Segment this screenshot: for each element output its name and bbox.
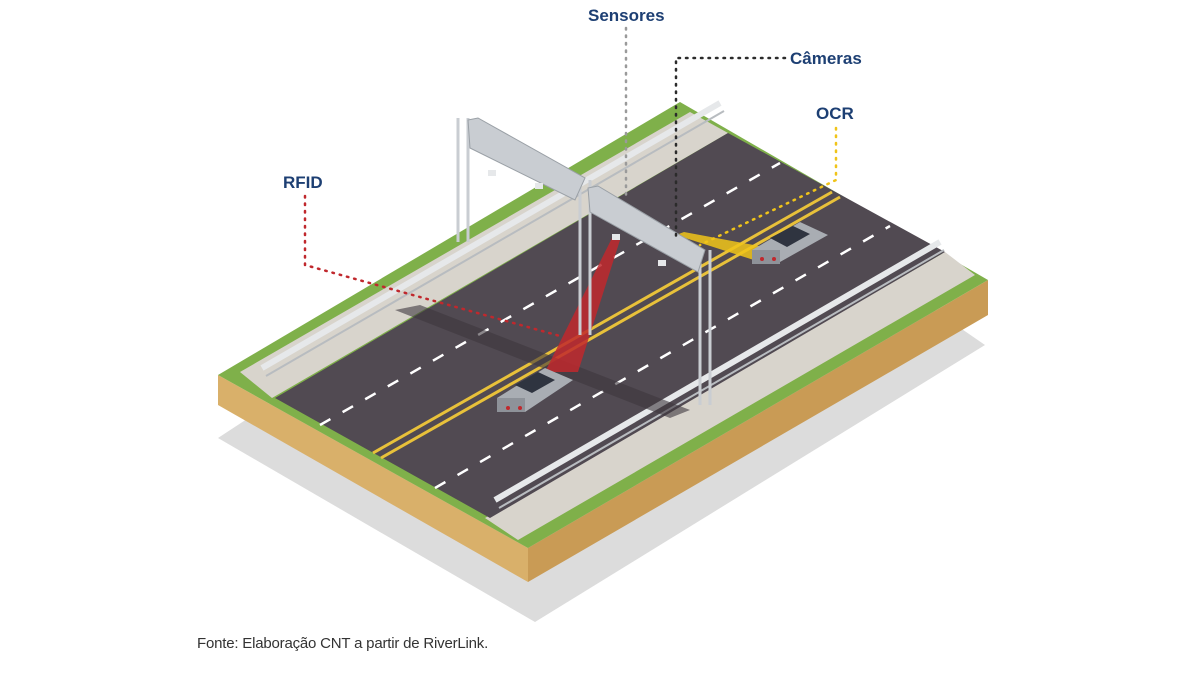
guardrail-left (260, 100, 722, 371)
rfid-leader (303, 194, 562, 338)
guardrail-left-shadow (265, 110, 725, 377)
ocr-leader (698, 126, 838, 247)
gantry-tower-left (456, 118, 470, 242)
rfid-beam (545, 238, 620, 372)
car-front (497, 368, 573, 412)
source-caption: Fonte: Elaboração CNT a partir de RiverL… (197, 635, 489, 652)
gantry-devices (488, 170, 666, 266)
cameras-leader (674, 56, 787, 238)
lane-dash-a (319, 161, 781, 427)
gantry-shadow (395, 305, 690, 418)
shoulder-right (485, 252, 975, 540)
gantry-beam-1 (467, 117, 586, 201)
lane-dash-b (434, 224, 891, 490)
shoulder-left (240, 112, 728, 398)
soil-left-side (218, 375, 528, 582)
guardrail-right-shadow (498, 249, 945, 509)
center-line-2 (380, 195, 841, 460)
car-back (752, 222, 828, 264)
ocr-beam (676, 232, 770, 262)
gantry-tower-right (698, 250, 712, 405)
sensores-label: Sensores (588, 6, 665, 25)
center-line-1 (372, 190, 833, 455)
gantry-beam-2 (587, 185, 706, 273)
cameras-label: Câmeras (790, 49, 862, 68)
rfid-label: RFID (283, 173, 323, 192)
ocr-label: OCR (816, 104, 854, 123)
soil-right-side (528, 280, 988, 582)
guardrail-right (493, 239, 942, 503)
